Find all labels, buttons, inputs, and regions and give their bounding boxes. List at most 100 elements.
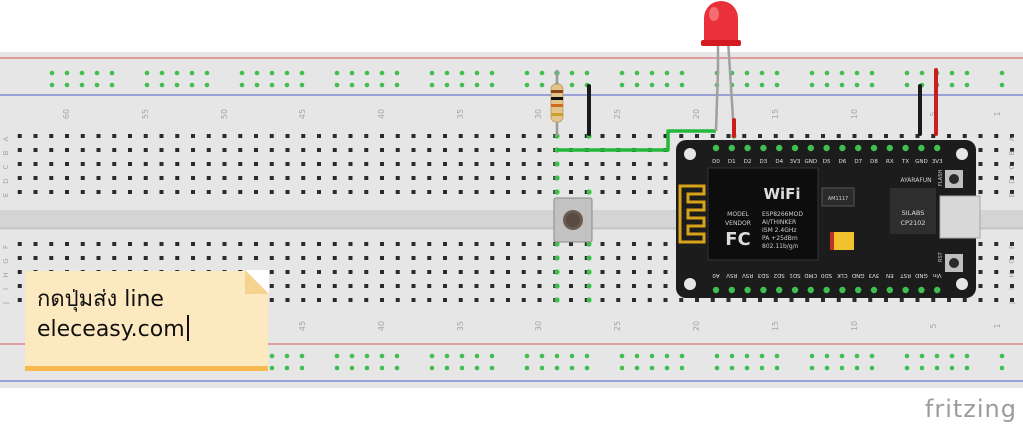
- breadboard-hole: [726, 134, 731, 138]
- breadboard-hole: [222, 242, 227, 246]
- breadboard-hole: [411, 190, 416, 194]
- row-letter: C: [2, 164, 10, 169]
- breadboard-hole: [301, 298, 306, 302]
- breadboard-hole: [632, 190, 636, 194]
- breadboard-hole: [506, 256, 510, 260]
- column-number: 30: [534, 321, 543, 331]
- rail-hole: [394, 82, 400, 88]
- module-pin: [712, 286, 720, 294]
- breadboard-hole: [994, 190, 999, 194]
- breadboard-hole: [143, 242, 148, 246]
- rail-hole: [999, 365, 1005, 371]
- breadboard-hole: [458, 148, 463, 152]
- breadboard-hole: [474, 242, 479, 246]
- rail-hole: [189, 82, 195, 88]
- breadboard-hole: [427, 190, 432, 194]
- vendor-label: VENDOR: [725, 220, 751, 227]
- breadboard-hole: [884, 134, 888, 138]
- breadboard-hole: [269, 242, 274, 246]
- module-pin-label: RX: [886, 159, 894, 165]
- breadboard-hole: [395, 242, 400, 246]
- breadboard-hole: [616, 134, 621, 138]
- rail-hole: [964, 365, 970, 371]
- module-pin-label: GND: [915, 272, 928, 278]
- module-pin-label: D4: [775, 159, 783, 165]
- breadboard-hole: [427, 298, 432, 302]
- breadboard-hole: [317, 298, 321, 302]
- column-number: 45: [298, 109, 307, 119]
- breadboard-hole: [175, 242, 180, 246]
- module-pin-label: RST: [900, 272, 911, 278]
- breadboard-hole: [521, 190, 526, 194]
- rail-hole: [94, 82, 100, 88]
- row-letter: E: [2, 193, 10, 197]
- breadboard-hole: [600, 270, 605, 274]
- module-pin-label: D1: [728, 159, 736, 165]
- breadboard-hole: [254, 148, 258, 152]
- breadboard-hole: [978, 190, 983, 194]
- breadboard-hole: [978, 162, 983, 166]
- rail-hole: [204, 70, 210, 76]
- rail-hole: [174, 70, 180, 76]
- rail-hole: [774, 353, 780, 359]
- module-pin-label: D5: [823, 159, 831, 165]
- rail-hole: [634, 365, 640, 371]
- rail-hole: [444, 70, 450, 76]
- breadboard-hole: [49, 190, 54, 194]
- rail-hole: [429, 365, 435, 371]
- breadboard-hole: [474, 162, 479, 166]
- breadboard-hole: [395, 298, 400, 302]
- column-number: 10: [850, 321, 859, 331]
- breadboard-hole: [301, 284, 306, 288]
- nodemcu-module: [676, 140, 981, 298]
- module-pin: [855, 286, 862, 294]
- rail-hole: [109, 82, 115, 88]
- breadboard-hole: [128, 176, 132, 180]
- rail-hole: [459, 82, 465, 88]
- rail-hole: [349, 365, 355, 371]
- breadboard-hole: [569, 242, 573, 246]
- breadboard-hole: [128, 190, 132, 194]
- breadboard-hole: [616, 284, 621, 288]
- module-pin-label: D0: [712, 159, 720, 165]
- breadboard-hole: [364, 298, 369, 302]
- column-number: 40: [377, 109, 386, 119]
- breadboard-hole: [206, 148, 211, 152]
- rail-hole: [744, 70, 750, 76]
- rail-hole: [999, 82, 1005, 88]
- breadboard-hole: [380, 284, 384, 288]
- breadboard-hole: [269, 134, 274, 138]
- spec-line: 802.11b/g/n: [762, 243, 799, 250]
- breadboard-hole: [96, 148, 101, 152]
- rail-hole: [254, 82, 260, 88]
- breadboard-hole: [647, 298, 652, 302]
- breadboard-hole: [458, 162, 463, 166]
- rail-hole: [964, 353, 970, 359]
- breadboard-hole: [317, 134, 321, 138]
- breadboard-hole: [978, 256, 983, 260]
- breadboard-hole: [395, 134, 400, 138]
- rail-hole: [269, 353, 275, 359]
- row-letter: E: [1008, 193, 1016, 197]
- wifi-label: WiFi: [763, 185, 800, 203]
- breadboard-hole: [537, 284, 542, 288]
- breadboard-hole: [663, 190, 668, 194]
- breadboard-hole: [569, 298, 573, 302]
- rail-hole: [269, 82, 275, 88]
- breadboard-hole: [364, 270, 369, 274]
- breadboard-hole: [49, 242, 54, 246]
- rail-hole: [334, 365, 340, 371]
- breadboard-hole: [80, 134, 85, 138]
- breadboard-hole: [521, 242, 526, 246]
- rail-hole: [934, 353, 940, 359]
- rail-hole: [634, 82, 640, 88]
- breadboard-hole: [254, 176, 258, 180]
- breadboard-hole: [569, 190, 573, 194]
- breadboard-hole: [348, 176, 353, 180]
- breadboard-hole: [490, 242, 495, 246]
- breadboard-hole: [285, 134, 290, 138]
- breadboard-hole: [474, 284, 479, 288]
- breadboard-hole: [773, 298, 778, 302]
- sticky-note[interactable]: กดปุ่มส่ง line eleceasy.com: [25, 270, 269, 371]
